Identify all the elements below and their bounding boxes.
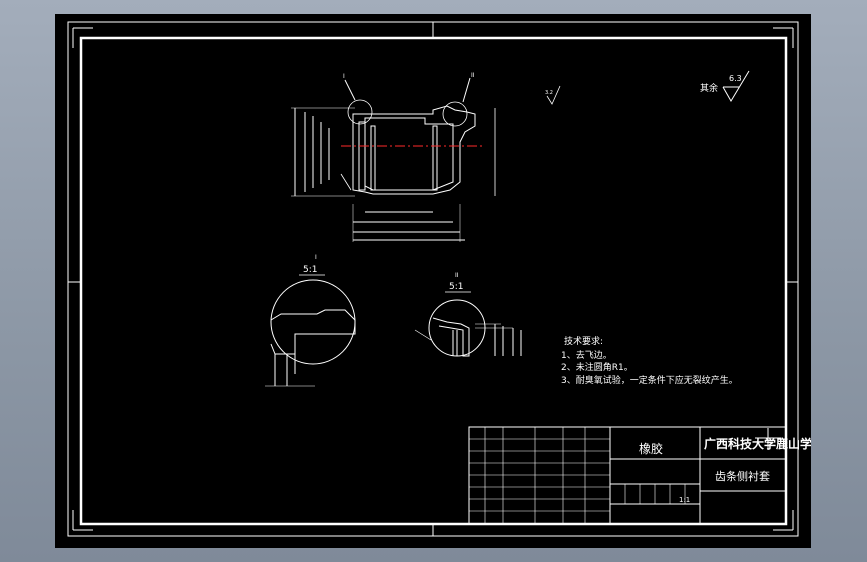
part-name: 齿条侧衬套 xyxy=(715,469,770,483)
main-section-view xyxy=(291,77,496,242)
detail-2-scale: 5:1 xyxy=(449,282,463,292)
roughness-small: 3.2 xyxy=(545,85,561,105)
title-block xyxy=(468,426,787,525)
tech-req-item: 3、耐臭氧试验，一定条件下应无裂纹产生。 xyxy=(561,374,738,386)
roughness-small-icon xyxy=(546,85,561,105)
detail-view-2: II 5:1 xyxy=(414,272,522,357)
roughness-check-icon xyxy=(722,70,750,102)
detail-1-label: I xyxy=(315,254,317,261)
roughness-label: 其余 xyxy=(700,82,718,94)
tech-req-title: 技术要求: xyxy=(564,335,603,347)
cad-viewport[interactable]: 其余 6.3 3.2 xyxy=(55,14,811,548)
detail-2-label: II xyxy=(455,272,459,279)
main-callout-labels: I II xyxy=(343,72,475,80)
detail-1-scale: 5:1 xyxy=(303,265,317,275)
tech-requirements: 技术要求: 1、去飞边。 2、未注圆角R1。 3、耐臭氧试验，一定条件下应无裂纹… xyxy=(561,335,738,386)
scale-value: 1:1 xyxy=(679,496,690,504)
school-name: 广西科技大学鹿山学院 xyxy=(704,436,811,451)
frame-corner-marks xyxy=(68,22,798,536)
roughness-small-value: 3.2 xyxy=(545,90,553,96)
roughness-general: 其余 6.3 xyxy=(700,70,750,102)
callout-1-label: I xyxy=(343,73,345,80)
roughness-value: 6.3 xyxy=(729,74,742,83)
title-block-texts: 橡胶 广西科技大学鹿山学院 齿条侧衬套 1:1 xyxy=(639,436,811,504)
callout-2-label: II xyxy=(471,72,475,79)
detail-view-1: I 5:1 xyxy=(265,254,356,387)
crosshair-cursor-icon xyxy=(755,428,781,450)
material-label: 橡胶 xyxy=(639,441,663,456)
tech-req-item: 1、去飞边。 xyxy=(561,349,612,361)
tech-req-item: 2、未注圆角R1。 xyxy=(561,361,633,373)
engineering-drawing: 其余 6.3 3.2 xyxy=(67,21,811,537)
